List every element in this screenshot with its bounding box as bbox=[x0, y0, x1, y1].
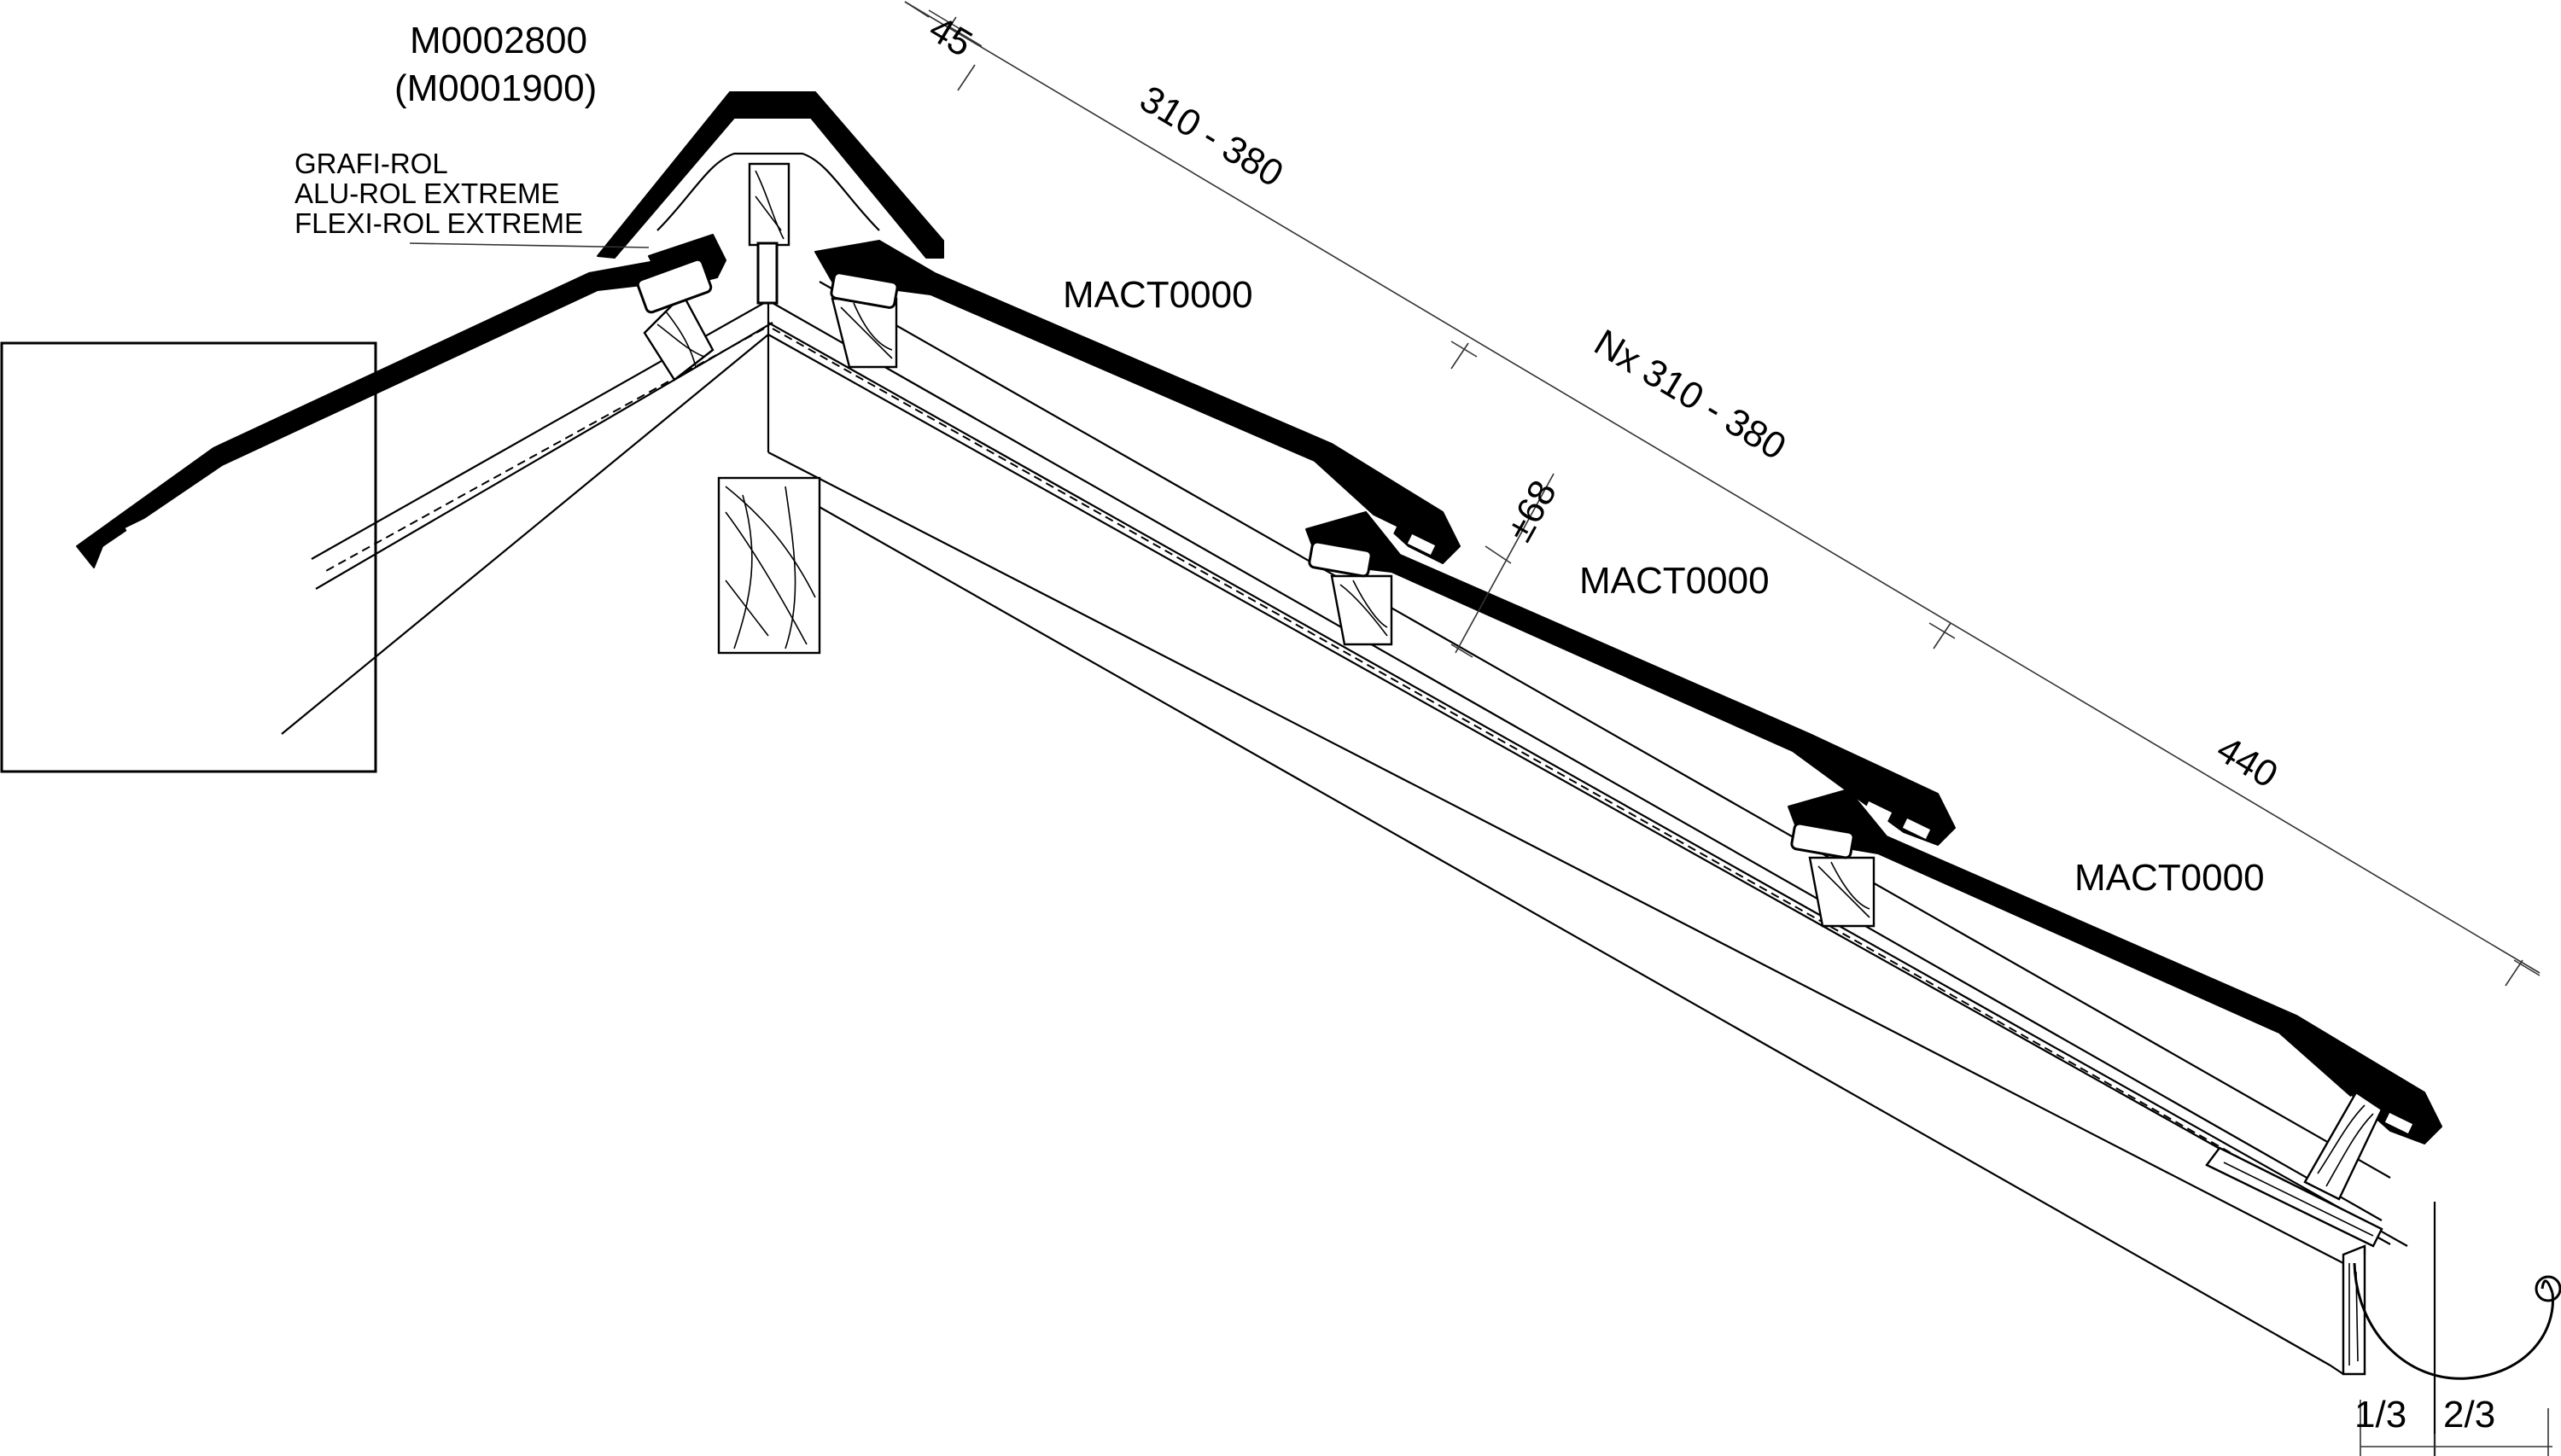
ridge-batten bbox=[748, 162, 790, 305]
tile-left-slope bbox=[76, 234, 726, 568]
dim-gutter-left: 1/3 bbox=[2354, 1394, 2406, 1436]
detail-frame bbox=[0, 341, 377, 773]
ridge-roll-label-1: GRAFI-ROL bbox=[295, 148, 448, 179]
tile-clips bbox=[636, 258, 1855, 859]
roof-structure-lines bbox=[281, 281, 2408, 1375]
ridge-tile bbox=[597, 91, 944, 259]
dim-batten-spacing: Nx 310 - 380 bbox=[1587, 322, 1793, 469]
batten-right-2 bbox=[1330, 574, 1393, 646]
dimension-lines bbox=[409, 1, 2552, 1456]
underlay-membrane-left bbox=[324, 328, 765, 573]
dim-first-batten: 310 - 380 bbox=[1133, 78, 1291, 195]
underlay-membrane bbox=[772, 328, 2378, 1237]
gutter bbox=[2353, 1202, 2561, 1456]
tile-right-2 bbox=[1305, 511, 1956, 846]
dim-batten-height: ±68 bbox=[1498, 474, 1565, 549]
ridge-rafter bbox=[717, 476, 821, 655]
tile-code-label-1: MACT0000 bbox=[1063, 274, 1253, 316]
ridge-roll-label-2: ALU-ROL EXTREME bbox=[295, 178, 560, 209]
fascia-board bbox=[2342, 1244, 2366, 1376]
batten-eave bbox=[2303, 1091, 2383, 1201]
tile-code-label-3: MACT0000 bbox=[2074, 857, 2265, 899]
tile-code-label-2: MACT0000 bbox=[1579, 560, 1770, 602]
ridge-alt-code-label: (M0001900) bbox=[394, 67, 597, 109]
dim-eave-batten: 440 bbox=[2209, 728, 2284, 796]
batten-right-3 bbox=[1808, 856, 1876, 928]
batten-right-ridge bbox=[831, 297, 898, 369]
tile-right-1 bbox=[814, 240, 1461, 564]
ridge-code-label: M0002800 bbox=[410, 20, 587, 61]
batten-left-ridge bbox=[643, 293, 715, 381]
dim-gutter-right: 2/3 bbox=[2443, 1394, 2495, 1436]
ridge-roll-label-3: FLEXI-ROL EXTREME bbox=[295, 207, 583, 239]
eave-vent-strip bbox=[2205, 1146, 2383, 1248]
